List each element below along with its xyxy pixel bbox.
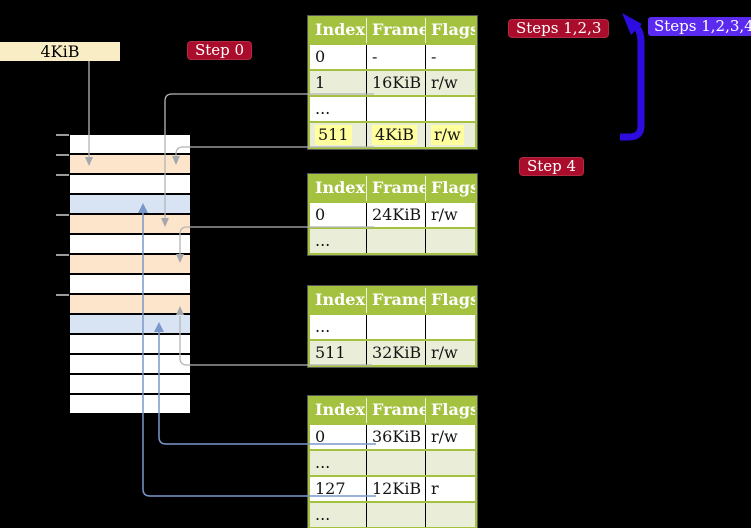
table-cell: 0	[315, 47, 326, 66]
memory-row-peach	[70, 295, 190, 315]
table-cell	[425, 229, 475, 253]
table-cell: ...	[315, 505, 331, 524]
column-header: Flags	[425, 176, 475, 201]
highlighted-value: 511	[315, 125, 352, 145]
column-header: Frame	[366, 18, 425, 43]
steps1234-badge: Steps 1,2,3,4	[648, 17, 751, 36]
big-steps-arrow	[620, 21, 645, 141]
highlighted-value: r/w	[431, 125, 464, 145]
table-cell: 4KiB	[366, 123, 425, 147]
table-cell: ...	[315, 453, 331, 472]
table-cell: 0	[315, 427, 326, 446]
memory-row-blue	[70, 195, 190, 215]
table-row: ...	[310, 501, 475, 527]
memory-row-peach	[70, 255, 190, 275]
highlighted-value: 4KiB	[372, 125, 418, 145]
big-steps-arrowhead	[622, 13, 642, 35]
memory-row-white	[70, 275, 190, 295]
table-cell: r/w	[425, 203, 475, 227]
memory-tick	[56, 214, 69, 216]
table-cell	[425, 451, 475, 475]
column-header: Index	[315, 20, 366, 39]
table-cell	[366, 97, 425, 121]
column-header: Index	[315, 400, 366, 419]
memory-row-peach	[70, 215, 190, 235]
column-header: Index	[315, 178, 366, 197]
table-row: ...	[310, 95, 475, 121]
table-cell: r/w	[425, 71, 475, 95]
table-cell	[366, 315, 425, 339]
column-header: Flags	[425, 398, 475, 423]
table-row: 0 --	[310, 43, 475, 69]
table-row: ...	[310, 449, 475, 475]
memory-tick	[56, 134, 69, 136]
memory-row-white	[70, 355, 190, 375]
table-cell	[425, 503, 475, 527]
memory-row-white	[70, 135, 190, 155]
table-cell: r/w	[425, 425, 475, 449]
table-cell	[366, 503, 425, 527]
table-cell: ...	[315, 317, 331, 336]
memory-row-white	[70, 235, 190, 255]
step4-badge: Step 4	[519, 157, 585, 176]
memory-row-white	[70, 375, 190, 395]
table-cell	[366, 229, 425, 253]
table-cell: r/w	[425, 341, 475, 365]
memory-row-white	[70, 335, 190, 355]
memory-tick	[56, 294, 69, 296]
table-row: ...	[310, 227, 475, 253]
table-cell: 32KiB	[366, 341, 425, 365]
memory-row-peach	[70, 155, 190, 175]
steps123-badge: Steps 1,2,3	[508, 19, 610, 38]
table-cell	[366, 451, 425, 475]
column-header: Flags	[425, 18, 475, 43]
table-cell: ...	[315, 99, 331, 118]
step0-badge: Step 0	[187, 41, 253, 60]
table-cell: -	[366, 45, 425, 69]
table-row: ...	[310, 313, 475, 339]
table-cell: r	[425, 477, 475, 501]
table-cell: 511	[315, 343, 346, 362]
column-header: Flags	[425, 288, 475, 313]
memory-tick	[56, 174, 69, 176]
memory-tick	[56, 254, 69, 256]
table-cell: -	[425, 45, 475, 69]
memory-row-white	[70, 175, 190, 195]
memory-row-white	[70, 395, 190, 415]
table-cell: 12KiB	[366, 477, 425, 501]
table-cell: r/w	[425, 123, 475, 147]
table-cell: 127	[315, 479, 346, 498]
column-header: Frame	[366, 288, 425, 313]
memory-row-blue	[70, 315, 190, 335]
column-header: Frame	[366, 398, 425, 423]
table-cell: ...	[315, 231, 331, 250]
table-row: 511 4KiB r/w	[310, 121, 475, 147]
table-cell: 16KiB	[366, 71, 425, 95]
column-header: Frame	[366, 176, 425, 201]
table-cell: 511	[310, 123, 366, 147]
table-cell: 24KiB	[366, 203, 425, 227]
table-cell	[425, 97, 475, 121]
table-cell	[425, 315, 475, 339]
page-size-label: 4KiB	[0, 42, 120, 61]
table-cell: 0	[315, 205, 326, 224]
memory-tick	[56, 154, 69, 156]
column-header: Index	[315, 290, 366, 309]
memory-strip	[70, 135, 190, 415]
table-cell: 1	[315, 73, 326, 92]
table-cell: 36KiB	[366, 425, 425, 449]
